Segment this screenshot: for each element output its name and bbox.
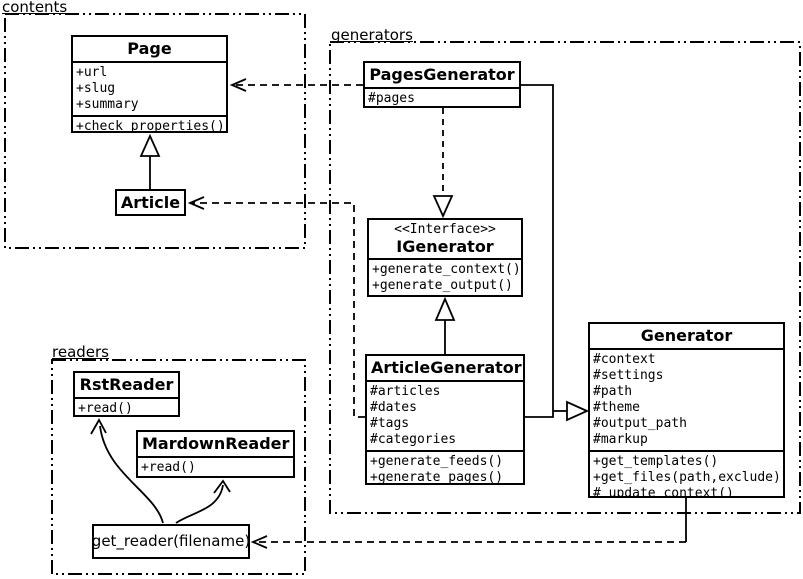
edge-pagesgenerator-to-igenerator: [432, 108, 454, 219]
attribute: +summary: [76, 97, 139, 112]
attribute: #context: [593, 352, 656, 367]
node-get-reader: get_reader(filename): [92, 524, 250, 559]
class-generator-methods: +get_templates() +get_files(path,exclude…: [590, 452, 783, 498]
node-get-reader-label: get_reader(filename): [91, 532, 251, 550]
generators-package-border: [329, 41, 801, 514]
attribute: #categories: [370, 432, 457, 447]
class-page: Page +url +slug +summary +check_properti…: [71, 35, 228, 133]
attribute: #articles: [370, 384, 441, 399]
class-pagesgenerator-name: PagesGenerator: [365, 63, 519, 89]
class-mardownreader-methods: +read(): [138, 458, 293, 476]
method: +generate_output(): [372, 278, 513, 293]
class-generator: Generator #context #settings #path #them…: [588, 322, 785, 498]
attribute: #pages: [368, 91, 415, 106]
edge-generator-to-getreader: [250, 498, 687, 549]
method: +check_properties(): [76, 119, 225, 133]
class-page-attributes: +url +slug +summary: [73, 63, 226, 117]
class-page-name: Page: [73, 37, 226, 63]
generators-package-label: generators: [331, 26, 413, 44]
attribute: #settings: [593, 368, 664, 383]
class-articlegenerator-attributes: #articles #dates #tags #categories: [367, 382, 523, 452]
attribute: #path: [593, 384, 633, 399]
class-article-name: Article: [120, 192, 181, 212]
class-igenerator-methods: +generate_context() +generate_output(): [369, 260, 521, 295]
class-igenerator: <<Interface>> IGenerator +generate_conte…: [367, 218, 523, 297]
method: +get_files(path,exclude): [593, 470, 781, 485]
class-mardownreader: MardownReader +read(): [136, 430, 295, 478]
readers-package-border: [51, 359, 306, 575]
class-igenerator-name: IGenerator: [396, 237, 494, 256]
attribute: #dates: [370, 400, 417, 415]
class-mardownreader-name: MardownReader: [138, 432, 293, 458]
method: #_update_context(): [593, 486, 734, 498]
contents-package-border: [4, 13, 306, 249]
method: +read(): [141, 460, 196, 475]
method: +generate_context(): [372, 262, 521, 277]
class-pagesgenerator: PagesGenerator #pages: [363, 61, 521, 108]
readers-package-label: readers: [52, 343, 109, 361]
attribute: +url: [76, 65, 108, 80]
attribute: #tags: [370, 416, 410, 431]
edge-articlegenerator-to-article: [187, 196, 365, 418]
edge-generators-to-generator: [521, 84, 590, 422]
class-igenerator-header: <<Interface>> IGenerator: [369, 220, 521, 260]
method: +generate_feeds(): [370, 454, 504, 469]
class-page-methods: +check_properties(): [73, 117, 226, 133]
attribute: #markup: [593, 432, 648, 447]
class-articlegenerator: ArticleGenerator #articles #dates #tags …: [365, 354, 525, 485]
class-pagesgenerator-attributes: #pages: [365, 89, 519, 106]
attribute: #output_path: [593, 416, 687, 431]
class-article: Article: [115, 189, 186, 216]
class-articlegenerator-methods: +generate_feeds() +generate_pages(): [367, 452, 523, 485]
edge-pagesgenerator-to-page: [229, 78, 363, 92]
class-generator-attributes: #context #settings #path #theme #output_…: [590, 350, 783, 452]
class-generator-name: Generator: [590, 324, 783, 350]
method: +read(): [78, 401, 133, 416]
method: +generate_pages(): [370, 470, 504, 485]
class-rstreader-methods: +read(): [75, 399, 178, 416]
edge-articlegenerator-to-igenerator: [434, 296, 456, 354]
contents-package-label: contents: [2, 0, 68, 16]
method: +get_templates(): [593, 454, 719, 469]
edge-getreader-to-mardownreader: [175, 479, 231, 524]
class-rstreader: RstReader +read(): [73, 371, 180, 417]
attribute: +slug: [76, 81, 116, 96]
class-rstreader-name: RstReader: [75, 373, 178, 399]
edge-getreader-to-rstreader: [90, 418, 164, 524]
class-articlegenerator-name: ArticleGenerator: [367, 356, 523, 382]
edge-article-to-page: [139, 133, 161, 189]
attribute: #theme: [593, 400, 640, 415]
class-igenerator-stereotype: <<Interface>>: [394, 222, 496, 237]
